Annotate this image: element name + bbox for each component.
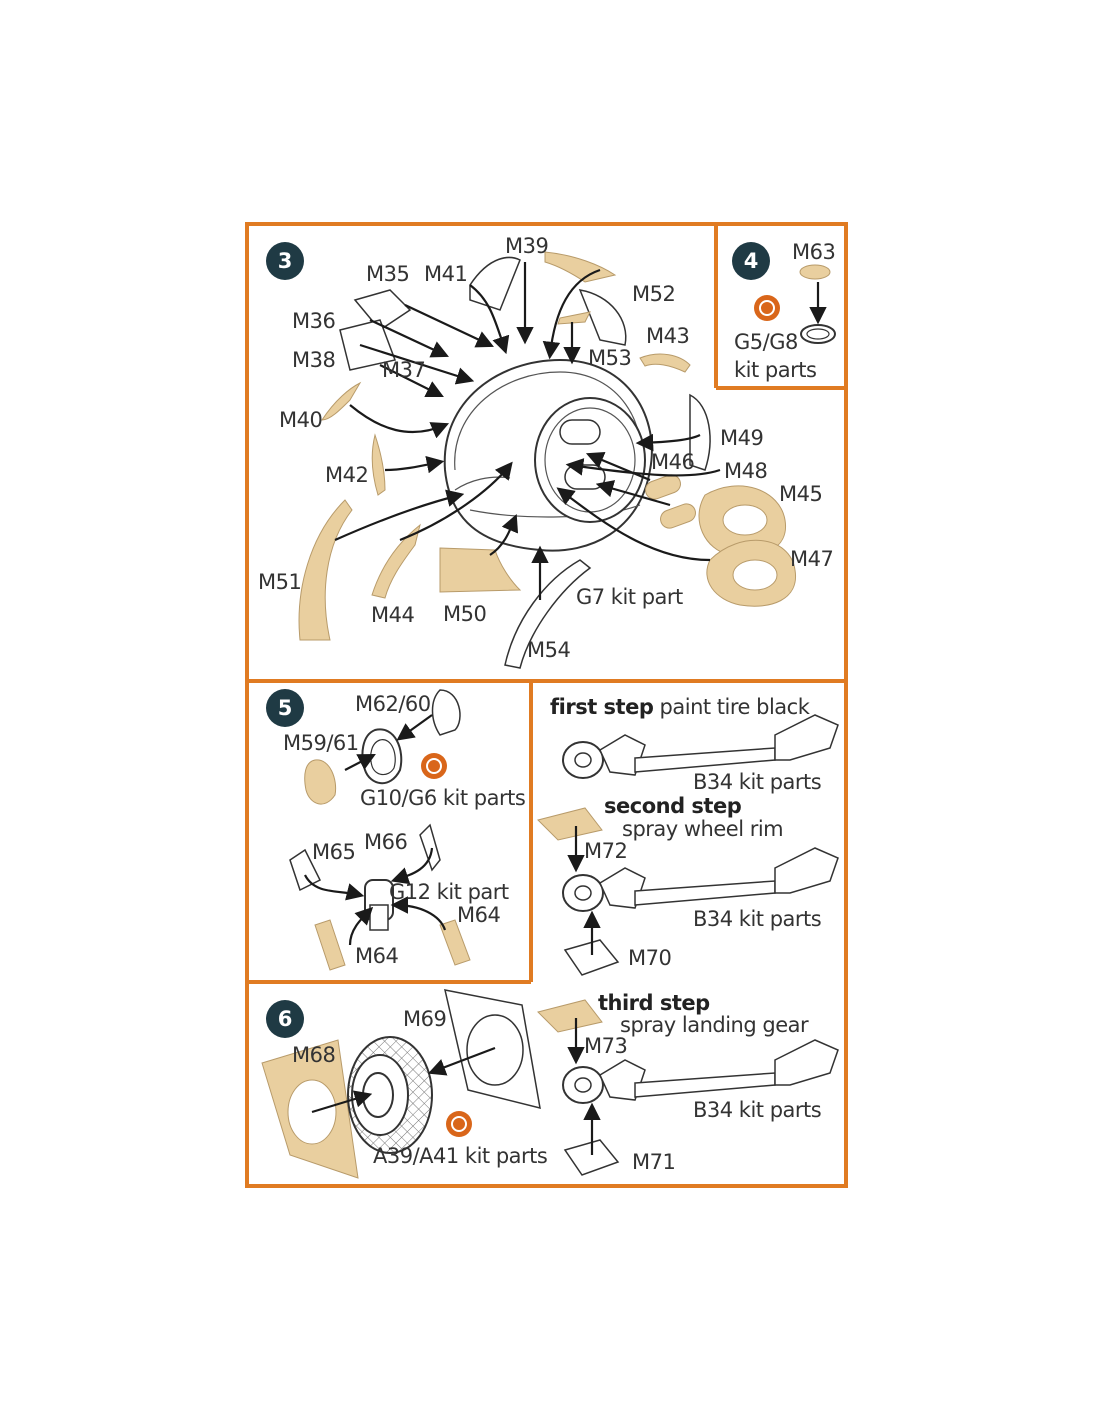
label-m59-61: M59/61 [283,731,359,755]
first-step-text: paint tire black [659,695,810,719]
step4-drawing [754,264,836,344]
label-m48: M48 [724,459,768,483]
step5-drawing [289,689,471,971]
step3-drawing [298,251,796,669]
label-b34-2: B34 kit parts [693,907,822,931]
kit-part-icon [421,753,447,779]
label-m63: M63 [792,240,836,264]
label-b34-1: B34 kit parts [693,770,822,794]
label-m47: M47 [790,547,834,571]
label-m50: M50 [443,602,487,626]
step6-drawing [261,989,541,1179]
first-step-caption: first step paint tire black [550,695,810,719]
first-step-title: first step [550,695,654,719]
label-m70: M70 [628,946,672,970]
gear-drawings [537,714,839,1176]
kit-part-icon [446,1111,472,1137]
step-3-badge: 3 [266,242,304,280]
label-m35: M35 [366,262,410,286]
label-kit-parts: kit parts [734,358,817,382]
label-m66: M66 [364,830,408,854]
label-g10-g6: G10/G6 kit parts [360,786,526,810]
label-m37: M37 [382,358,426,382]
label-m46: M46 [651,450,695,474]
label-m51: M51 [258,570,302,594]
label-m40: M40 [279,408,323,432]
label-m69: M69 [403,1007,447,1031]
label-m72: M72 [584,839,628,863]
label-m71: M71 [632,1150,676,1174]
label-m49: M49 [720,426,764,450]
step-4-badge: 4 [732,242,770,280]
third-step-text: spray landing gear [620,1013,809,1037]
kit-part-icon [754,295,780,321]
label-m42: M42 [325,463,369,487]
third-step-title: third step [598,991,710,1015]
label-m68: M68 [292,1043,336,1067]
label-m64-right: M64 [457,903,501,927]
second-step-title: second step [604,794,742,818]
label-m62-60: M62/60 [355,692,431,716]
label-m44: M44 [371,603,415,627]
label-m36: M36 [292,309,336,333]
label-m52: M52 [632,282,676,306]
label-m73: M73 [584,1034,628,1058]
label-m41: M41 [424,262,468,286]
label-a39-a41: A39/A41 kit parts [373,1144,548,1168]
label-g5-g8: G5/G8 [734,330,798,354]
label-m43: M43 [646,324,690,348]
label-m54: M54 [527,638,571,662]
label-m45: M45 [779,482,823,506]
second-step-text: spray wheel rim [622,817,784,841]
label-g12: G12 kit part [389,880,509,904]
label-b34-3: B34 kit parts [693,1098,822,1122]
label-m65: M65 [312,840,356,864]
label-m64-left: M64 [355,944,399,968]
step-6-badge: 6 [266,1000,304,1038]
label-m53: M53 [588,346,632,370]
label-m39: M39 [505,234,549,258]
step-5-badge: 5 [266,689,304,727]
label-g7: G7 kit part [576,585,683,609]
label-m38: M38 [292,348,336,372]
panel-borders [245,222,848,1188]
